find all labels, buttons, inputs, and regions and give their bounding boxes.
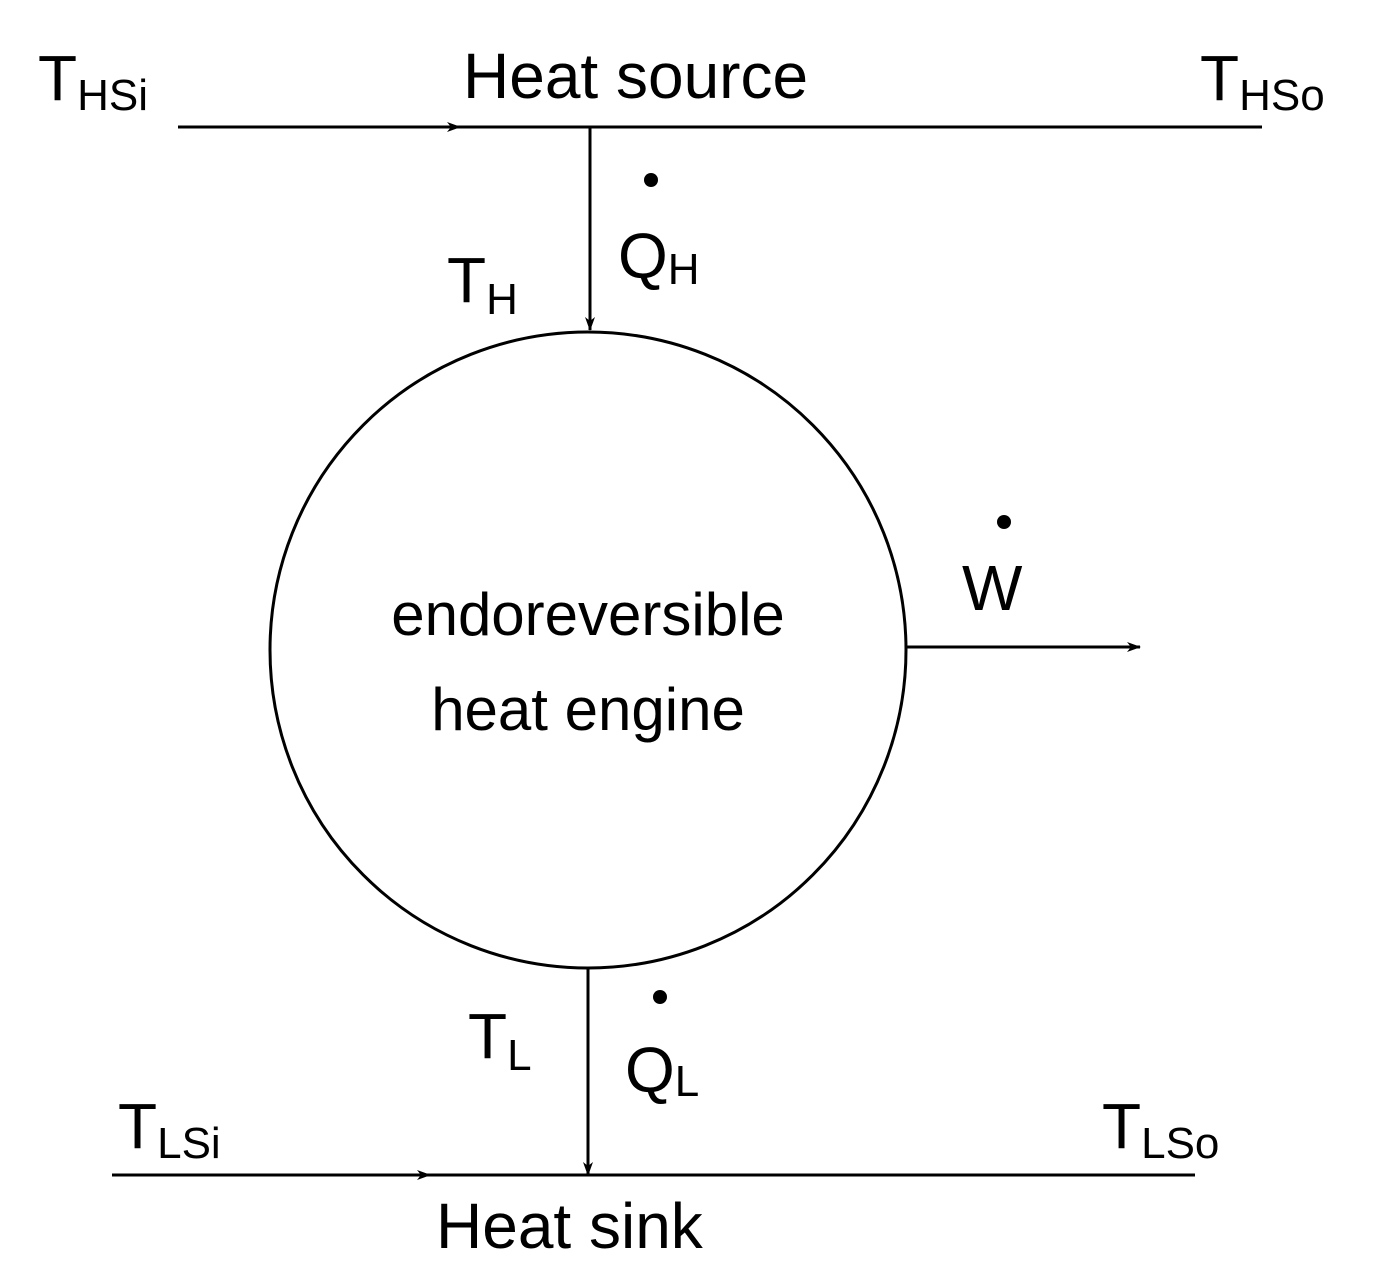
hot-side-temp: TH — [447, 244, 518, 324]
engine-label-line1: endoreversible — [391, 581, 785, 648]
q-h-dot — [644, 173, 658, 187]
w-dot — [997, 515, 1011, 529]
engine-label-line2: heat engine — [431, 676, 745, 743]
cold-side-temp: TL — [468, 1000, 532, 1080]
work-label: W — [962, 552, 1023, 624]
heat-sink-inlet-temp: TLSi — [118, 1090, 221, 1168]
heat-source-label: Heat source — [463, 40, 808, 112]
heat-source-inlet-temp: THSi — [38, 42, 148, 120]
hot-heat-flow-label: QH — [618, 220, 700, 294]
q-l-dot — [653, 990, 667, 1004]
heat-source-outlet-temp: THSo — [1200, 42, 1325, 120]
heat-engine-circle — [268, 330, 908, 970]
heat-sink-outlet-temp: TLSo — [1102, 1090, 1219, 1168]
cold-heat-flow-label: QL — [625, 1034, 699, 1106]
heat-sink-label: Heat sink — [436, 1190, 704, 1262]
